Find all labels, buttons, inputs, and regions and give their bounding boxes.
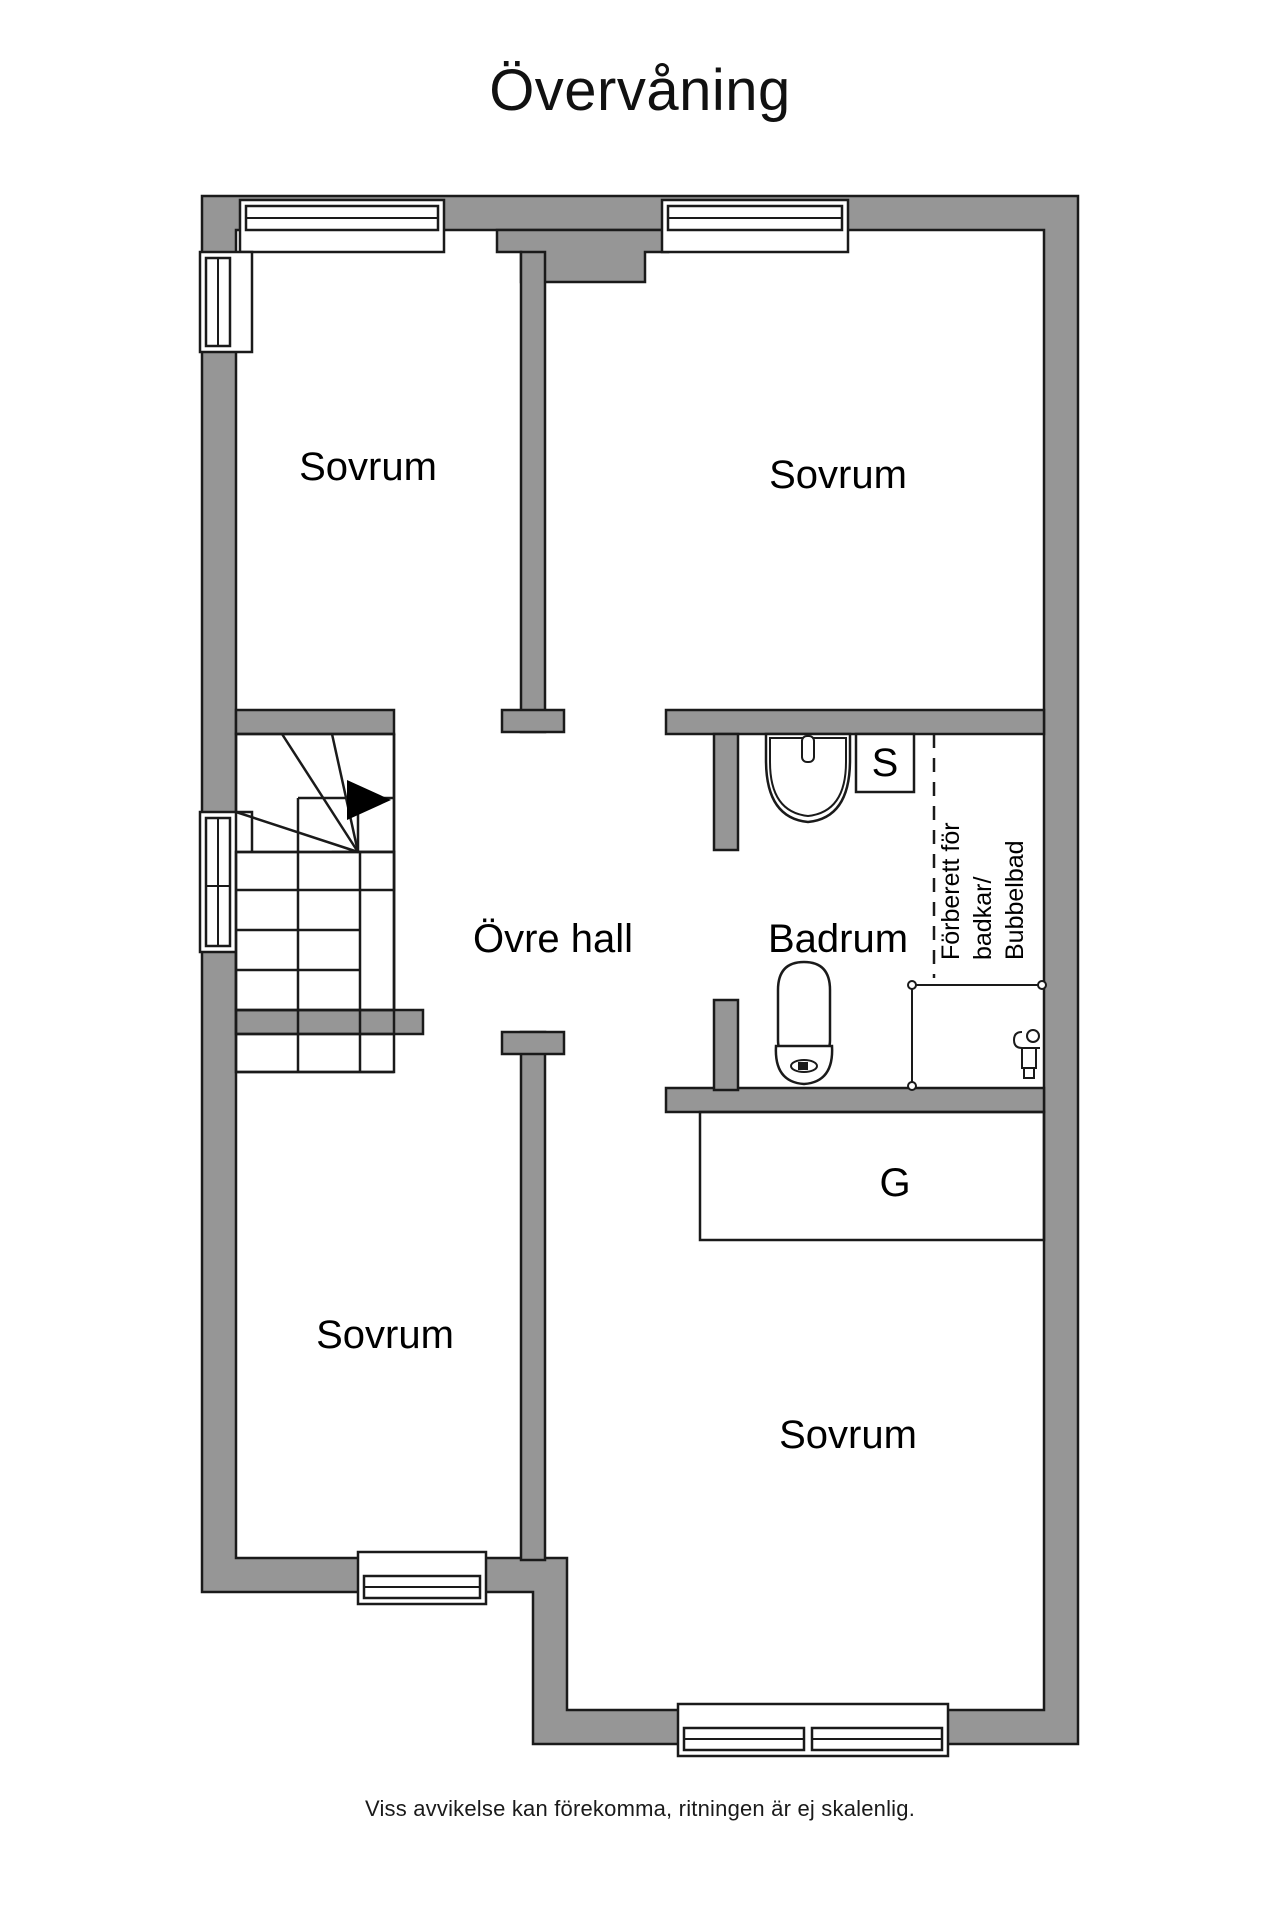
window-bottom-right xyxy=(676,1702,950,1758)
wardrobe-box xyxy=(698,1110,1046,1242)
room-label-badrum: Badrum xyxy=(768,917,908,961)
window-top-right xyxy=(660,198,850,254)
bathtub-prep-note: Förberett för badkar/ Bubbelbad xyxy=(937,822,1029,960)
window-bottom-left xyxy=(356,1550,488,1606)
bathroom-wall-top xyxy=(664,708,1046,736)
disclaimer-note: Viss avvikelse kan förekomma, ritningen … xyxy=(364,1796,916,1821)
page-title: Övervåning xyxy=(489,58,791,123)
bathtub-note-line-3: Bubbelbad xyxy=(1001,840,1029,960)
room-label-sovrum-top-right: Sovrum xyxy=(769,453,907,497)
wardrobe-box-letter: G xyxy=(879,1161,910,1205)
stair-treads xyxy=(236,850,394,1074)
bathroom-wall-bottom xyxy=(664,1086,1046,1114)
window-top-left xyxy=(238,198,446,254)
bathroom-sink-icon xyxy=(764,732,852,824)
room-label-sovrum-top-left: Sovrum xyxy=(299,445,437,489)
bathroom-stub-top xyxy=(712,732,740,852)
bathtub-note-line-2: badkar/ xyxy=(969,877,997,960)
toilet-icon xyxy=(774,960,834,1086)
bathroom-fixtures: S xyxy=(764,732,1047,1091)
partition-lower-vertical xyxy=(519,1030,547,1562)
partition-upper-vertical xyxy=(519,250,547,734)
windows-group xyxy=(198,198,950,1758)
shower-box: S xyxy=(854,732,916,794)
shower-box-letter: S xyxy=(872,741,899,785)
wall-above-stair xyxy=(234,708,396,736)
bathtub-note-line-1: Förberett för xyxy=(937,822,965,960)
room-label-sovrum-bottom-left: Sovrum xyxy=(316,1313,454,1357)
outer-wall-envelope xyxy=(200,194,1080,1746)
room-label-ovre-hall: Övre hall xyxy=(473,917,633,961)
stair-direction-arrow xyxy=(347,780,391,820)
bathtub-outline xyxy=(907,980,1047,1091)
stair-outline xyxy=(234,732,396,1074)
wardrobe: G xyxy=(698,1110,1046,1242)
staircase xyxy=(234,732,396,1074)
faucet-icon xyxy=(1012,1029,1040,1079)
room-labels: Sovrum Sovrum Övre hall Badrum Sovrum So… xyxy=(299,445,917,1457)
partition-lower-vertical-head xyxy=(500,1030,566,1056)
bathroom-stub-bottom xyxy=(712,998,740,1092)
partition-upper-vertical-foot xyxy=(500,708,566,734)
stair-winders xyxy=(235,733,394,854)
room-label-sovrum-bottom-right: Sovrum xyxy=(779,1413,917,1457)
window-left-middle xyxy=(198,810,254,954)
window-left-upper xyxy=(198,250,254,354)
